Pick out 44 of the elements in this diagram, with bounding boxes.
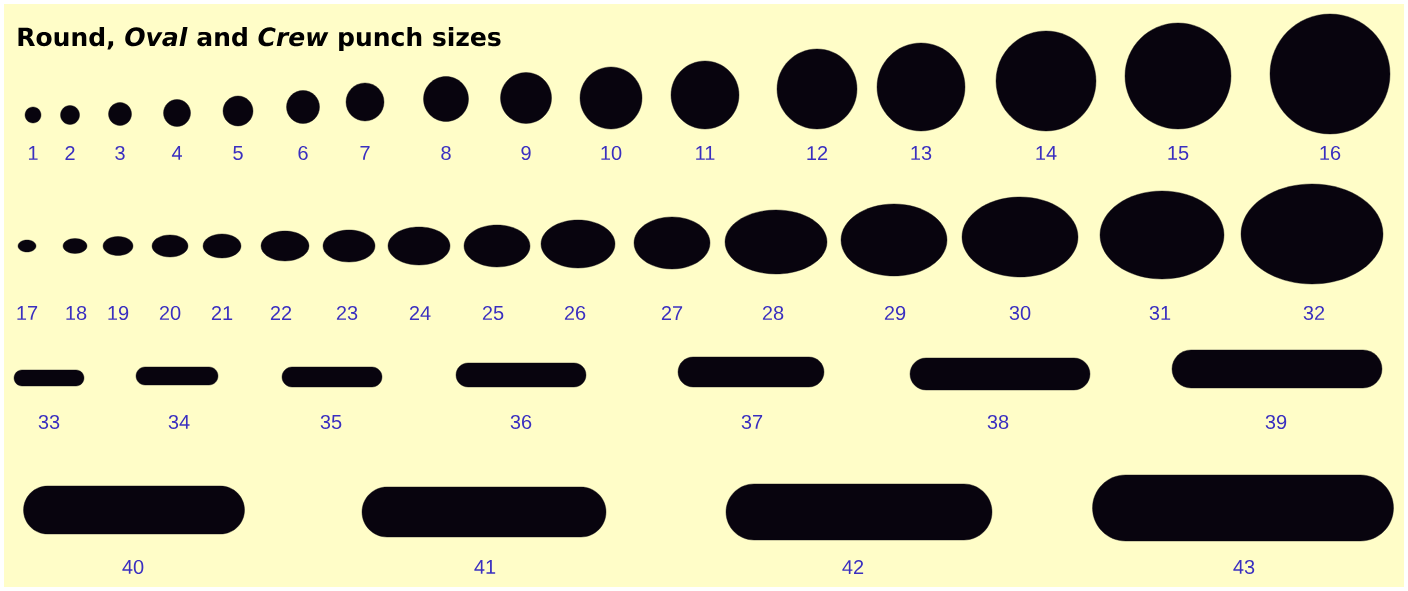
size-number: 36 (510, 414, 532, 430)
size-number: 7 (360, 146, 370, 160)
size-number: 28 (762, 305, 784, 321)
size-number: 38 (987, 414, 1009, 430)
size-number: 6 (298, 145, 308, 161)
size-number: 19 (108, 305, 129, 321)
size-number: 12 (807, 146, 828, 160)
size-number: 15 (1168, 146, 1189, 160)
size-number: 2 (65, 146, 75, 160)
size-number: 35 (320, 414, 342, 430)
size-number: 40 (122, 559, 144, 575)
size-number: 39 (1265, 414, 1287, 430)
size-number: 32 (1303, 305, 1325, 321)
size-number: 17 (17, 306, 38, 320)
size-number: 43 (1233, 559, 1255, 575)
size-number: 42 (842, 560, 864, 574)
size-number: 10 (601, 145, 622, 161)
size-number: 23 (336, 305, 358, 321)
size-number: 41 (474, 560, 496, 574)
size-number: 26 (564, 305, 586, 321)
size-number: 3 (115, 145, 125, 161)
size-number: 22 (270, 306, 292, 320)
size-number: 5 (233, 146, 243, 160)
size-number: 11 (696, 146, 715, 160)
size-number: 37 (741, 414, 763, 430)
size-number: 1 (29, 146, 38, 160)
size-number: 24 (409, 306, 431, 320)
size-number: 25 (482, 305, 504, 321)
size-number: 33 (38, 414, 60, 430)
size-number: 8 (441, 145, 451, 161)
size-number: 27 (661, 306, 683, 320)
size-number: 16 (1320, 145, 1341, 161)
size-number: 29 (884, 305, 906, 321)
size-number: 31 (1149, 305, 1171, 321)
title: Round, Oval and Crew punch sizes (18, 26, 501, 52)
size-number: 30 (1009, 305, 1031, 321)
size-number: 21 (211, 306, 233, 320)
size-number: 20 (159, 305, 181, 321)
size-number: 13 (911, 145, 932, 161)
size-number: 18 (66, 305, 87, 321)
size-number: 14 (1036, 146, 1057, 160)
size-number: 34 (168, 414, 190, 430)
size-number: 4 (171, 146, 182, 160)
size-number: 9 (521, 145, 531, 161)
